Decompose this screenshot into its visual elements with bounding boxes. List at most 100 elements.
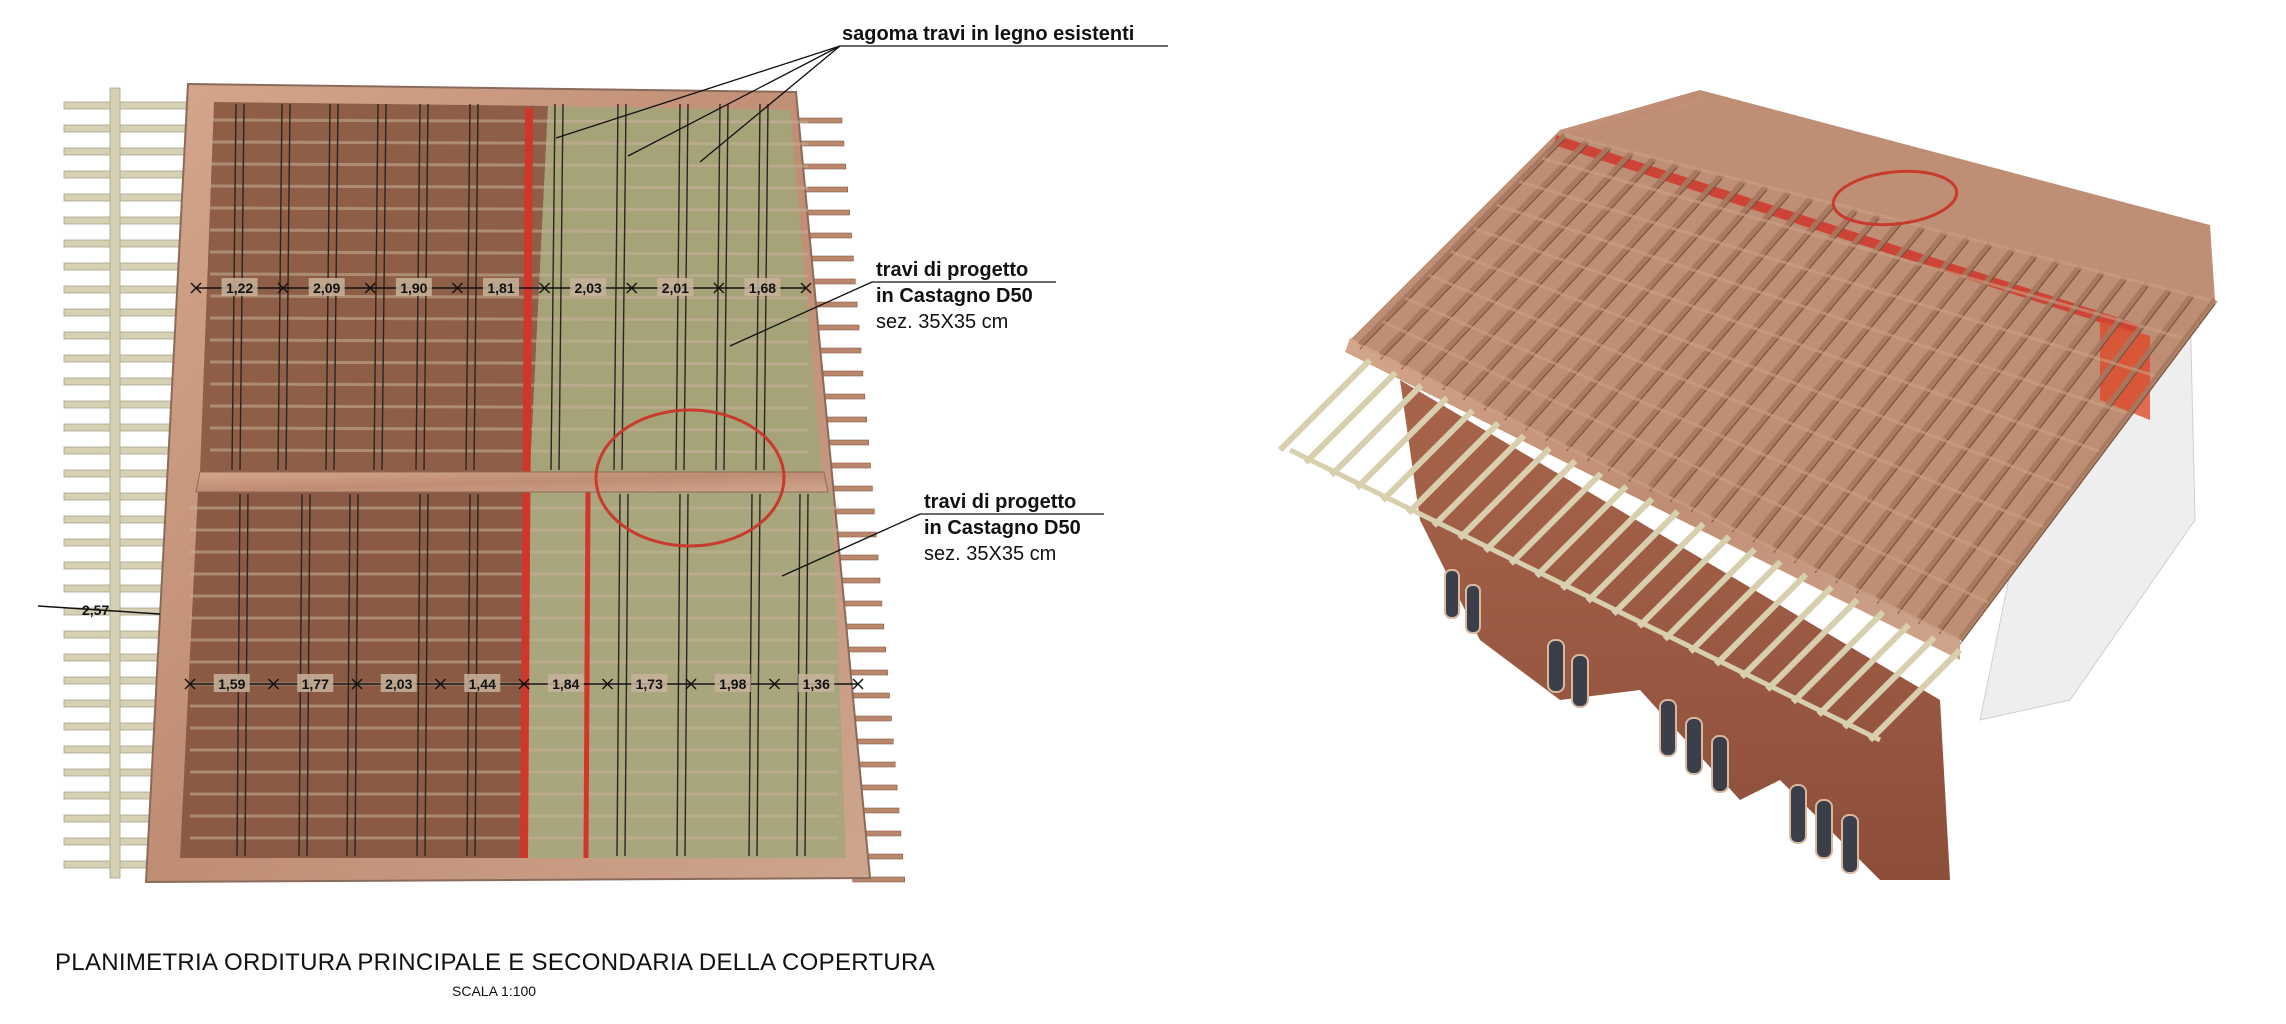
roof-ridge-wall (1560, 90, 1710, 142)
overhang-dimension-label: 2,57 (82, 602, 109, 618)
rafter-3d-shadow (1463, 167, 1678, 401)
purlin (209, 316, 809, 322)
dimension-top-label-bg (657, 278, 694, 296)
rafter-3d (1647, 212, 1882, 490)
rafter-3d (1461, 161, 1680, 398)
overhang-beam (63, 262, 195, 271)
dimension-bottom-label: 1,98 (719, 676, 746, 692)
rafter-3d-shadow (1421, 155, 1633, 380)
overhang-beam-3d (1380, 408, 1475, 503)
overhang-beam-3d (1431, 433, 1527, 528)
dimension-bottom-label: 1,59 (218, 676, 245, 692)
quadrant-bottom-left (180, 492, 528, 858)
rafter-3d (1523, 178, 1747, 429)
dimension-bottom-label: 1,73 (636, 676, 663, 692)
dimension-bottom-label-bg (547, 674, 584, 692)
rafter-3d (1357, 132, 1568, 348)
purlin (209, 184, 809, 190)
leader-lines (555, 45, 1168, 577)
dimension-top-label-bg (744, 278, 781, 296)
overhang-beam-3d (1560, 496, 1655, 591)
dimension-bottom-tick (685, 678, 697, 690)
rafter-3d (1399, 144, 1613, 368)
rafter-3d (1378, 138, 1590, 358)
rafter-3d-shadow (1773, 252, 2014, 553)
overhang-runner-3d (1288, 447, 1882, 743)
rafter-3d (1668, 218, 1904, 500)
dimension-top-label-bg (483, 278, 519, 296)
rafter-3d-shadow (1400, 149, 1611, 370)
overhang-beam-3d (1842, 635, 1937, 730)
rafter-3d-shadow (1669, 223, 1902, 502)
middle-wall (195, 471, 829, 493)
overhang-beam-3d (1534, 483, 1629, 579)
overhang-beam (63, 239, 195, 248)
rafter-3d (1543, 184, 1769, 439)
label-project-beams-bottom-1: travi di progetto (924, 491, 1076, 513)
dimension-bottom-tick (852, 678, 864, 690)
dimension-top-label: 1,90 (400, 280, 427, 296)
rafter-3d (1792, 252, 2039, 561)
dimension-bottom-label-bg (798, 674, 835, 692)
dimension-top-tick (364, 282, 376, 294)
overhang-beams-3d (1277, 357, 1963, 743)
purlin (209, 404, 809, 410)
label-existing-beams: sagoma travi in legno esistenti (842, 23, 1134, 45)
rafter (684, 493, 689, 857)
label-project-beams-top-1: travi di progetto (876, 259, 1028, 281)
dimension-top-tick (277, 282, 289, 294)
dimension-top-tick (800, 282, 812, 294)
overhang-beam (63, 170, 195, 179)
rafter-3d (1771, 246, 2016, 551)
dimension-top-label: 1,22 (226, 280, 253, 296)
dimension-bottom-label-bg (213, 674, 250, 692)
purlin (209, 162, 809, 168)
overhang-beam-3d (1765, 597, 1860, 692)
overhang-runner (109, 87, 121, 879)
rafter-3d (1502, 172, 1725, 419)
overhang-beam-3d (1713, 572, 1809, 667)
rafter-3d (1605, 201, 1837, 470)
overhang-beam-3d (1637, 534, 1732, 629)
dimension-top-tick (626, 282, 638, 294)
highlight-ellipse-3d (1831, 169, 1959, 227)
main-beam-3d-support (2100, 320, 2150, 420)
dimension-bottom-label-bg (631, 674, 668, 692)
overhang-beam (63, 285, 195, 294)
dimension-bottom-label-bg (464, 674, 501, 692)
overhang-beam-3d (1867, 647, 1963, 743)
rafter (285, 103, 291, 471)
dimension-bottom-label: 1,77 (302, 676, 329, 692)
dimension-bottom-label-bg (714, 674, 751, 692)
rafter-3d (1564, 189, 1792, 449)
rafter-3d-shadow (1525, 184, 1745, 431)
quadrant-bottom-right (522, 492, 846, 858)
rafter (624, 493, 629, 857)
rafter-3d (1854, 269, 2106, 591)
purlin (209, 228, 809, 234)
overhang-beam (63, 308, 195, 317)
rafter-3d (1419, 150, 1635, 378)
dimension-top-label: 1,81 (487, 280, 514, 296)
dimension-top-label-bg (221, 278, 258, 296)
overhang-beam (63, 147, 195, 156)
overhang-beams-left (63, 87, 195, 879)
rafter-3d-shadow (1814, 263, 2059, 574)
purlin-3d (1541, 156, 2183, 340)
overhang-beam-3d (1662, 547, 1757, 642)
rafter-3d (1750, 241, 1994, 541)
drawing-scale: SCALA 1:100 (452, 983, 536, 999)
rafter (346, 493, 351, 857)
purlin-3d (1519, 180, 2155, 377)
overhang-beam (63, 193, 195, 202)
dimension-bottom-tick (435, 678, 446, 690)
dimension-bottom-label: 1,36 (803, 676, 830, 692)
rafter-3d-shadow (1959, 303, 2216, 645)
overhang-beam (63, 124, 195, 133)
rafter (723, 103, 729, 471)
purlin (209, 250, 809, 256)
overhang-beam-3d (1457, 446, 1552, 541)
dimension-bottom-label: 2,03 (385, 676, 412, 692)
